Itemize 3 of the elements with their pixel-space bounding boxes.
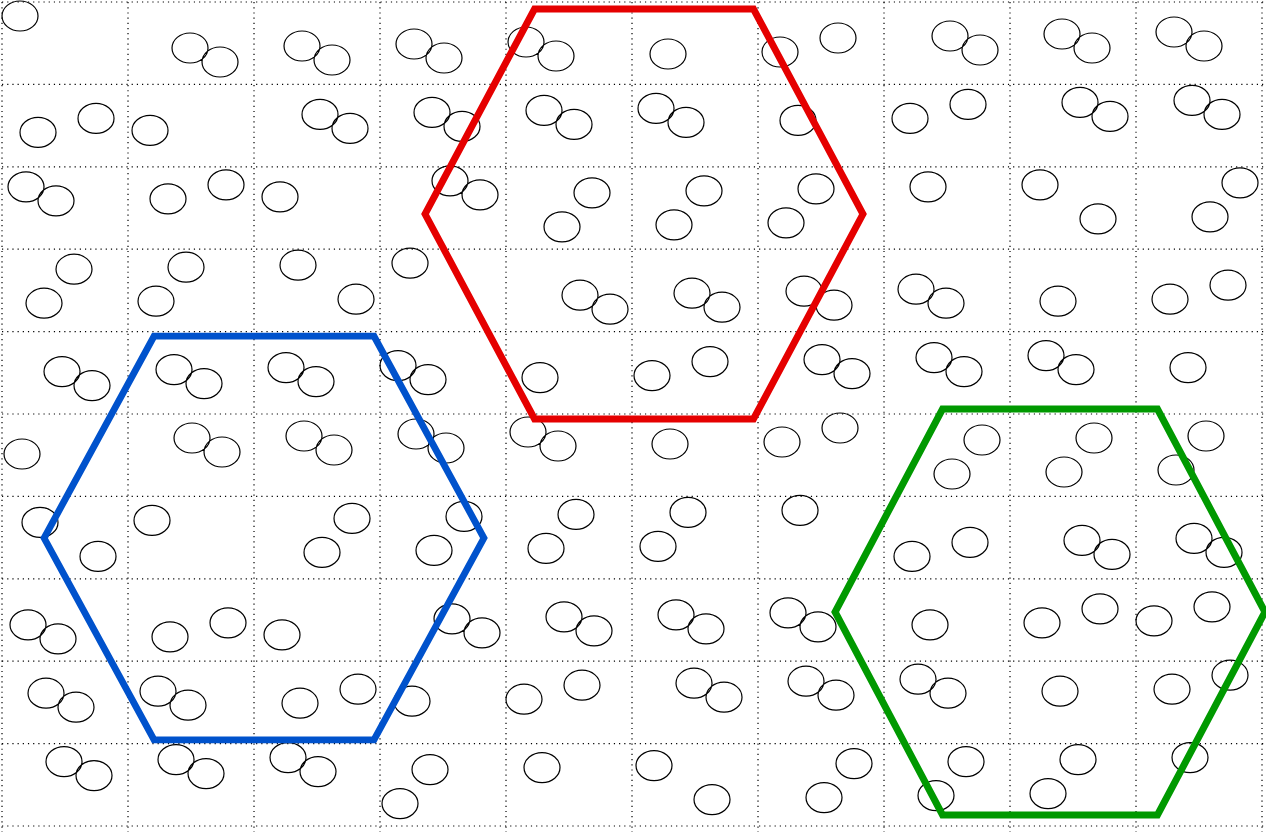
hexagon [40, 332, 488, 744]
hexagon [831, 405, 1266, 819]
hexagon [421, 5, 867, 423]
